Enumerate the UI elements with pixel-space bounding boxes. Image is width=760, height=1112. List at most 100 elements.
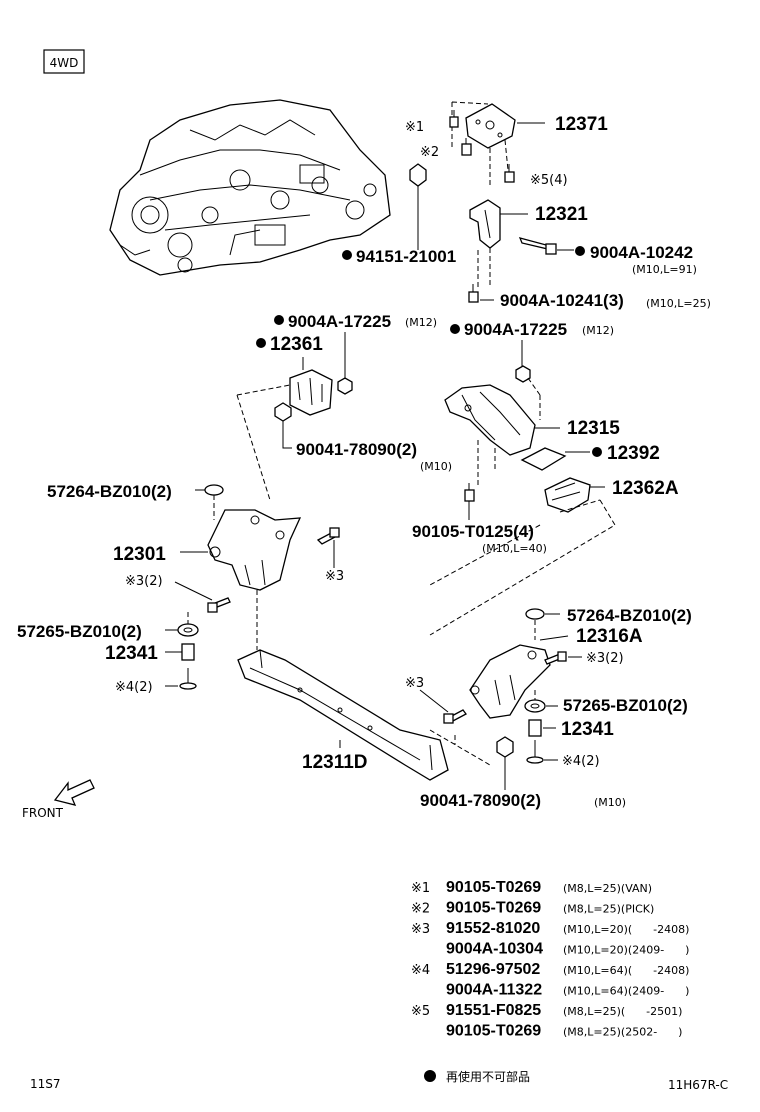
legend-mark: ※2	[411, 902, 430, 917]
legend-spec: (M8,L=25)( -2501)	[563, 1005, 682, 1018]
legend-mark: ※3	[411, 922, 430, 937]
svg-text:※2: ※2	[420, 145, 439, 160]
part-90105-t0125: 90105-T0125(4) (M10,L=40)	[412, 483, 547, 555]
legend-spec: (M10,L=20)(2409- )	[563, 944, 689, 957]
callout-9004a-10242: 9004A-10242	[590, 243, 693, 262]
legend-row: ※4 51296-97502 (M10,L=64)( -2408)	[411, 961, 689, 978]
part-9004a-17225-right: 9004A-17225 (M12)	[450, 320, 614, 383]
callout-9004a-17225-right: 9004A-17225	[464, 320, 567, 339]
part-12315: 12315	[444, 384, 620, 456]
callout-9004a-17225-left: 9004A-17225	[288, 312, 391, 331]
callout-12311d: 12311D	[302, 752, 368, 773]
callout-12392: 12392	[607, 443, 660, 464]
callout-94151-21001: 94151-21001	[356, 247, 456, 266]
callout-90105-t0125: 90105-T0125(4)	[412, 522, 534, 541]
bolt-ref3-right: ※3(2)	[544, 651, 624, 666]
svg-text:※4(2): ※4(2)	[115, 680, 153, 695]
legend-part-number: 9004A-11322	[446, 982, 542, 999]
legend-row: 9004A-10304 (M10,L=20)(2409- )	[446, 941, 689, 958]
svg-text:※4(2): ※4(2)	[562, 754, 600, 769]
legend-table: ※1 90105-T0269 (M8,L=25)(VAN) ※2 90105-T0269…	[411, 879, 689, 1040]
svg-text:※3: ※3	[405, 676, 424, 691]
svg-text:(M10,L=91): (M10,L=91)	[632, 263, 697, 276]
svg-text:4WD: 4WD	[50, 56, 79, 70]
callout-12361: 12361	[270, 334, 323, 355]
callout-57264-bz010-right: 57264-BZ010(2)	[567, 606, 692, 625]
part-12341-left: 12341	[105, 643, 195, 664]
svg-text:(M10): (M10)	[420, 460, 452, 473]
part-90041-78090-top: 90041-78090(2) (M10)	[274, 402, 452, 473]
variant-box: 4WD	[43, 49, 85, 74]
callout-90041-78090-bottom: 90041-78090(2)	[420, 791, 541, 810]
part-12362a: 12362A	[544, 477, 679, 513]
svg-text:(M12): (M12)	[582, 324, 614, 337]
callout-12341-left: 12341	[105, 643, 158, 664]
callout-57265-bz010-right: 57265-BZ010(2)	[563, 696, 688, 715]
part-57265-bz010-right: 57265-BZ010(2)	[524, 696, 688, 715]
part-12301: 12301	[113, 509, 302, 591]
svg-text:※5(4): ※5(4)	[530, 173, 568, 188]
part-57264-bz010-right: 57264-BZ010(2)	[525, 606, 692, 625]
svg-text:※3(2): ※3(2)	[125, 574, 163, 589]
non-reusable-mark-icon	[424, 1070, 436, 1082]
part-12392: 12392	[520, 443, 660, 471]
svg-text:※3: ※3	[325, 569, 344, 584]
part-9004a-17225-left: 9004A-17225 (M12)	[274, 312, 437, 395]
part-90041-78090-bottom: 90041-78090(2) (M10)	[420, 736, 626, 810]
legend-mark: ※1	[411, 881, 430, 896]
svg-text:※1: ※1	[405, 120, 424, 135]
bolt-ref1: ※1	[405, 110, 459, 135]
front-arrow-icon: FRONT	[22, 779, 95, 820]
footer-right: 11H67R-C	[668, 1078, 728, 1092]
legend-spec: (M10,L=64)(2409- )	[563, 985, 689, 998]
bolt-ref4-right: ※4(2)	[526, 740, 600, 769]
svg-text:(M10,L=40): (M10,L=40)	[482, 542, 547, 555]
footer-left: 11S7	[30, 1077, 61, 1091]
part-12316a: 12316A	[469, 626, 643, 719]
bolt-ref2: ※2	[420, 138, 472, 160]
part-57264-bz010-left: 57264-BZ010(2)	[47, 482, 224, 501]
legend-spec: (M8,L=25)(2502- )	[563, 1026, 682, 1039]
callout-12321: 12321	[535, 204, 588, 225]
legend-mark: ※4	[411, 963, 430, 978]
callout-12315: 12315	[567, 418, 620, 439]
legend-spec: (M8,L=25)(PICK)	[563, 903, 654, 916]
callout-57265-bz010-left: 57265-BZ010(2)	[17, 622, 142, 641]
legend-row: ※2 90105-T0269 (M8,L=25)(PICK)	[411, 900, 654, 917]
part-94151-21001: 94151-21001	[342, 163, 456, 266]
engine-illustration	[109, 99, 391, 276]
legend-part-number: 90105-T0269	[446, 1023, 541, 1040]
part-12311d: 12311D	[237, 649, 449, 781]
callout-12341-right: 12341	[561, 719, 614, 740]
callout-57264-bz010-left: 57264-BZ010(2)	[47, 482, 172, 501]
callout-9004a-10241: 9004A-10241(3)	[500, 291, 624, 310]
legend-row: 90105-T0269 (M8,L=25)(2502- )	[446, 1023, 682, 1040]
legend-spec: (M10,L=20)( -2408)	[563, 923, 689, 936]
svg-text:FRONT: FRONT	[22, 806, 64, 820]
callout-90041-78090-top: 90041-78090(2)	[296, 440, 417, 459]
part-12371: 12371	[465, 103, 608, 149]
bolt-ref3-mid: ※3	[316, 527, 344, 584]
callout-12371: 12371	[555, 114, 608, 135]
legend-mark: ※5	[411, 1004, 430, 1019]
legend-part-number: 9004A-10304	[446, 941, 543, 958]
legend-spec: (M10,L=64)( -2408)	[563, 964, 689, 977]
svg-text:再使用不可部品: 再使用不可部品	[446, 1069, 530, 1084]
bolt-ref3-lower: ※3	[405, 676, 467, 724]
legend-part-number: 90105-T0269	[446, 900, 541, 917]
bolt-ref4-left: ※4(2)	[115, 668, 197, 695]
legend-part-number: 51296-97502	[446, 961, 540, 978]
legend-spec: (M8,L=25)(VAN)	[563, 882, 652, 895]
part-57265-bz010-left: 57265-BZ010(2)	[17, 622, 199, 641]
reuse-note: 再使用不可部品	[424, 1069, 530, 1084]
part-9004a-10241: 9004A-10241(3) (M10,L=25)	[468, 284, 711, 310]
callout-12362a: 12362A	[612, 478, 679, 499]
callout-12301: 12301	[113, 544, 166, 565]
bolt-ref3-left: ※3(2)	[125, 574, 231, 613]
legend-part-number: 90105-T0269	[446, 879, 541, 896]
legend-row: 9004A-11322 (M10,L=64)(2409- )	[446, 982, 689, 999]
part-12361: 12361	[256, 334, 333, 416]
